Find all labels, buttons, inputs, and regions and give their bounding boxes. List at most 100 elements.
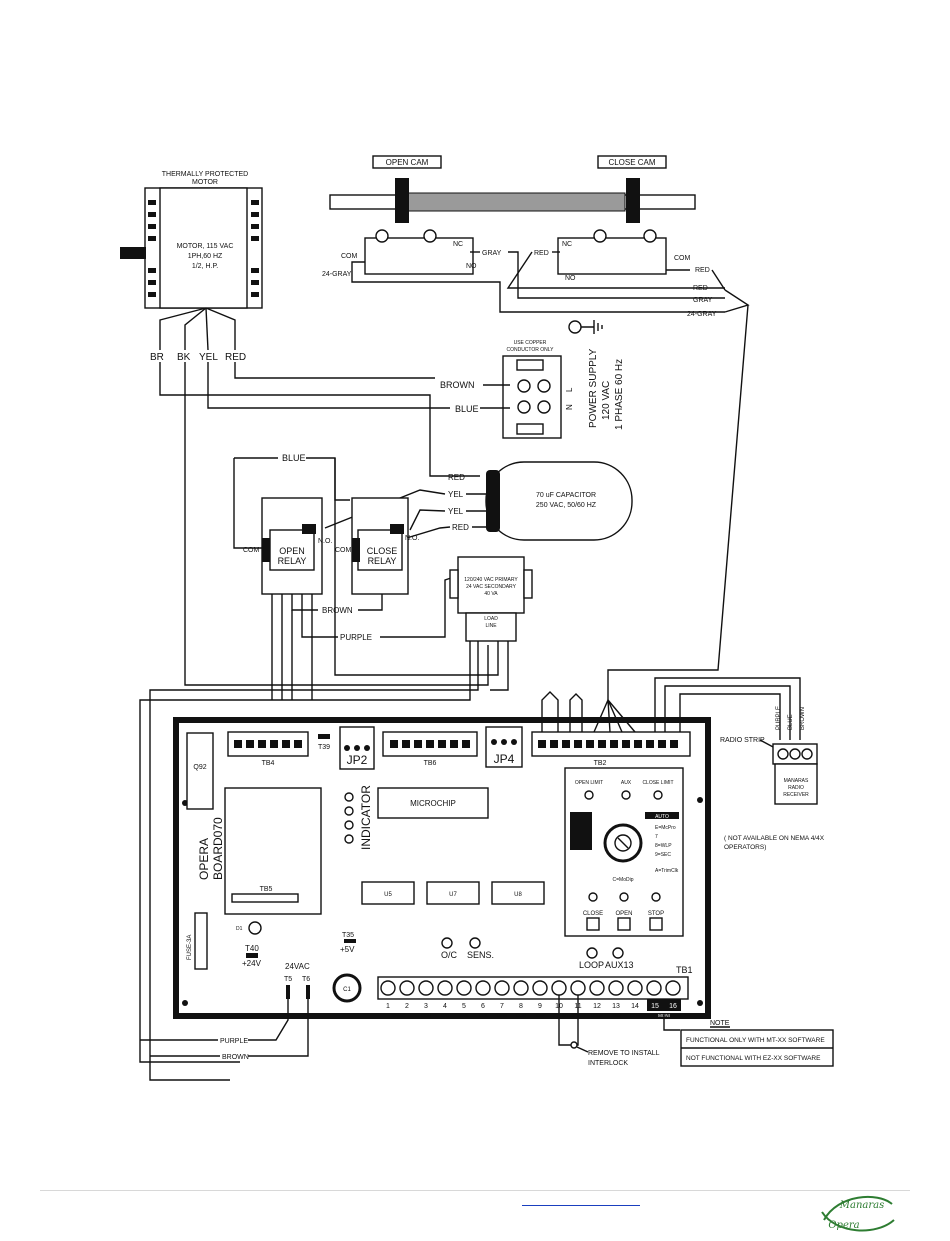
t35-jumper — [344, 939, 356, 943]
footer-link[interactable] — [522, 1205, 640, 1206]
tb1-num-5: 5 — [462, 1003, 466, 1010]
motor-spec-1: MOTOR, 115 VAC — [177, 243, 234, 250]
microchip — [377, 787, 489, 819]
wire-br-to-cap — [159, 362, 480, 477]
wire-trans-brown — [149, 641, 479, 1081]
fuse — [194, 912, 208, 970]
t35-label: T35 — [342, 932, 354, 939]
vac24-label: 24VAC — [285, 962, 310, 971]
ground-screw-icon — [568, 320, 582, 334]
lead-label-br: BR — [150, 352, 164, 363]
aux-text: AUX — [621, 780, 632, 786]
motor-title-2: MOTOR — [192, 179, 218, 186]
note-title: NOTE — [710, 1020, 730, 1027]
tb5-module — [224, 787, 322, 915]
mode-8: 8=WLP — [655, 843, 672, 849]
cap-label-yel1: YEL — [448, 490, 464, 499]
u7-label: U7 — [449, 892, 457, 898]
wire-label-gray-2: GRAY — [693, 297, 713, 304]
note-line-2: NOT FUNCTIONAL WITH EZ-XX SOFTWARE — [686, 1055, 821, 1062]
close-cam-wheel — [626, 178, 640, 223]
logo-text-2: Opera — [828, 1220, 859, 1231]
motor: THERMALLY PROTECTED MOTOR MOTOR, 115 VAC… — [120, 171, 263, 363]
lead-red — [205, 307, 236, 350]
tb2-radio-pins — [654, 700, 681, 732]
wire-yel-blue — [207, 362, 450, 409]
open-cam-label: OPEN CAM — [386, 158, 429, 167]
stop-btn-label: STOP — [648, 911, 664, 917]
wire-radio — [654, 677, 801, 740]
tb1-name-14: COM — [630, 1013, 641, 1018]
tb1-name-3: COM — [421, 1013, 432, 1018]
open-cam-nc: NC — [453, 241, 463, 248]
q92-label: Q92 — [193, 764, 206, 771]
close-button[interactable] — [586, 917, 600, 931]
cap-label-yel2: YEL — [448, 507, 464, 516]
tb1-num-8: 8 — [519, 1003, 523, 1010]
u8-label: U8 — [514, 892, 522, 898]
open-relay-no: N.O. — [318, 538, 332, 545]
close-cam-com: COM — [674, 255, 691, 262]
u7-chip — [426, 881, 480, 905]
tb1-num-12: 12 — [593, 1003, 601, 1010]
jp4-label: JP4 — [494, 752, 515, 766]
open-cam-wheel — [395, 178, 409, 223]
mode-c: C=MoDip — [613, 877, 634, 883]
cam-threaded-rod — [399, 192, 626, 212]
open-com-stub — [351, 261, 365, 272]
tb4-label: TB4 — [262, 760, 275, 767]
opera-board: Q92 OPERA BOARD070 TB4 T39 JP2 TB6 JP4 T… — [173, 691, 711, 1057]
open-cam-com: COM — [341, 253, 358, 260]
tb1-15-16-box — [647, 999, 681, 1011]
wire-close-no-yel — [409, 509, 446, 531]
tb1-name-8: COM — [516, 1013, 527, 1018]
radio-note-1: ( NOT AVAILABLE ON NEMA 4/4X — [724, 835, 825, 842]
wire-bundle-join — [724, 289, 750, 313]
ground-icon — [581, 320, 603, 334]
radio-strip-label: RADIO STRIP — [720, 737, 765, 744]
board-name-2: BOARD070 — [211, 817, 225, 880]
radio-receiver-box — [774, 763, 818, 805]
t5-label: T5 — [284, 976, 292, 983]
tb2-cam-fan — [593, 698, 636, 733]
microchip-label: MICROCHIP — [410, 799, 456, 808]
manaras-opera-logo: Manaras Opera — [821, 1195, 895, 1232]
cam-assembly: OPEN CAM CLOSE CAM NC NO COM NC NO COM G… — [322, 155, 750, 700]
mode-a: A=TrimClk — [655, 868, 679, 874]
note-line-1: FUNCTIONAL ONLY WITH MT-XX SOFTWARE — [686, 1037, 825, 1044]
bottom-purple-label: PURPLE — [220, 1038, 248, 1045]
close-relay-label-2: RELAY — [368, 556, 397, 566]
tb1-screws — [380, 980, 681, 996]
loop-label: LOOP — [579, 960, 604, 970]
sens-label: SENS. — [467, 950, 494, 960]
motor-title-1: THERMALLY PROTECTED — [162, 171, 248, 178]
radio-receiver: PURPLE BLUE BROWN RADIO STRIP MANARAS RA… — [654, 677, 825, 851]
relay-wire-blue-label: BLUE — [282, 453, 306, 463]
radio-note-2: OPERATORS) — [724, 844, 766, 851]
close-limit-led — [653, 790, 663, 800]
tb1-num-4: 4 — [443, 1003, 447, 1010]
open-button[interactable] — [617, 917, 631, 931]
close-relay-label-1: CLOSE — [367, 546, 398, 556]
t39-label: T39 — [318, 744, 330, 751]
wire-gray — [508, 251, 725, 299]
motor-spec-2: 1PH,60 HZ — [188, 253, 223, 260]
wire-label-brown: BROWN — [440, 380, 475, 390]
tb2-loops — [541, 691, 583, 732]
lead-label-red: RED — [225, 352, 246, 363]
tb1-name-7: OPN — [497, 1013, 507, 1018]
sens-led — [469, 937, 481, 949]
capacitor-l2: 250 VAC, 50/60 HZ — [536, 502, 597, 509]
capacitor-body — [485, 461, 633, 541]
tb1-name-10: INTLK — [562, 1013, 575, 1018]
cap-label-red: RED — [448, 473, 465, 482]
stop-button[interactable] — [649, 917, 663, 931]
lead-label-bk: BK — [177, 352, 191, 363]
relay-wire-brown-label: BROWN — [322, 606, 353, 615]
mode-selector-switch[interactable] — [603, 823, 643, 863]
radio-wire-brown: BROWN — [800, 707, 806, 730]
close-cam-nc: NC — [562, 241, 572, 248]
u5-label: U5 — [384, 892, 392, 898]
bottom-brown-label: BROWN — [222, 1054, 249, 1061]
jp2-label: JP2 — [347, 753, 368, 767]
